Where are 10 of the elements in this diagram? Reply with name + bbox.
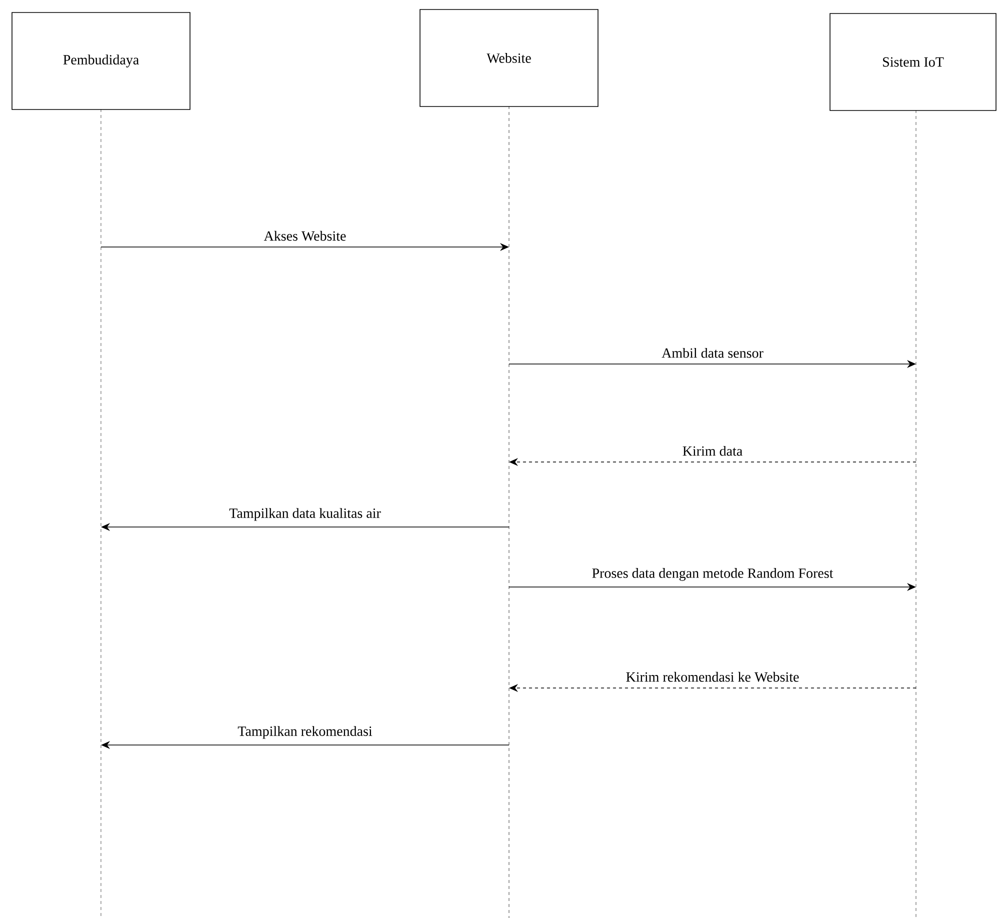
message-label: Kirim rekomendasi ke Website xyxy=(626,672,799,682)
actor-box: Pembudidaya xyxy=(12,12,190,110)
message-label: Ambil data sensor xyxy=(662,348,764,358)
actor-box: Website xyxy=(420,9,598,107)
message-label: Tampilkan rekomendasi xyxy=(238,726,372,739)
actor-box: Sistem IoT xyxy=(830,13,996,111)
message-label: Kirim data xyxy=(682,446,742,456)
message-label: Tampilkan data kualitas air xyxy=(229,508,381,521)
message-label: Proses data dengan metode Random Forest xyxy=(592,568,834,581)
message-label: Akses Website xyxy=(264,230,346,241)
